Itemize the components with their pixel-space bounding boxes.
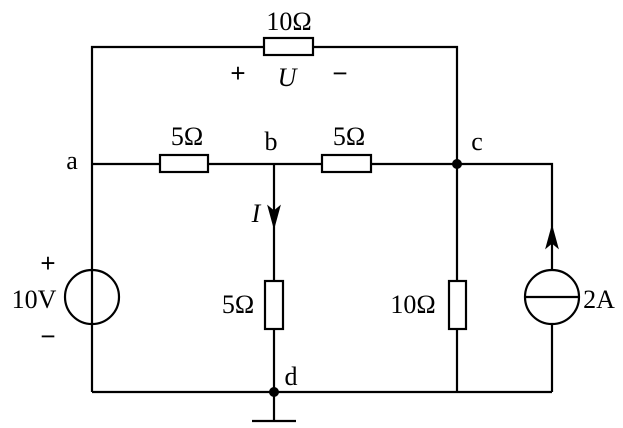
junction-dot-c [452,159,462,169]
wire-top-right [313,45,459,164]
node-b-label: b [265,127,278,156]
voltage-U-label: U [278,63,299,92]
resistor-bd-label: 5Ω [222,290,254,319]
node-a-label: a [66,146,78,175]
resistor-ab [158,153,210,174]
isource-value-label: 2A [583,285,615,314]
current-I-arrow-icon [267,204,281,230]
resistor-cd [447,279,468,331]
voltage-U-minus: − [332,58,347,88]
current-source [523,268,581,326]
vsource-value-label: 10V [12,285,57,314]
resistor-bc-label: 5Ω [333,122,365,151]
resistor-top-label: 10Ω [266,7,311,36]
vsource-minus: − [40,321,55,351]
current-I-label: I [251,199,262,228]
current-source-arrow-icon [545,224,559,250]
resistor-cd-label: 10Ω [390,290,435,319]
voltage-U-plus: + [230,58,245,88]
wire-c-current-source [457,162,554,270]
resistor-ab-label: 5Ω [171,122,203,151]
node-d-label: d [285,362,298,391]
node-c-label: c [471,127,483,156]
resistor-bc [320,153,373,174]
junction-dot-d [269,387,279,397]
voltage-source [63,268,121,326]
wires [90,45,554,423]
resistor-top [262,36,315,57]
wire-top-left [90,45,264,164]
vsource-plus: + [40,248,55,278]
resistor-bd [263,279,285,331]
